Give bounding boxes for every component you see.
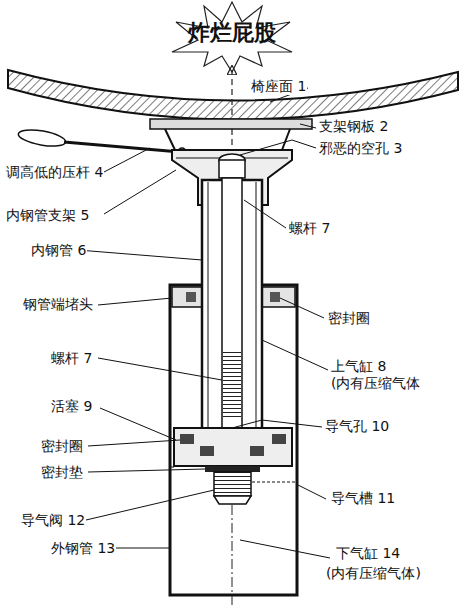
part-label: 外钢管 13 <box>50 540 116 557</box>
part-label: 密封圈 <box>40 438 84 455</box>
part-label: 导气阀 12 <box>20 512 86 529</box>
part-label: 邪恶的空孔 3 <box>318 140 403 157</box>
part-label: 内钢管支架 5 <box>5 207 90 224</box>
part-label: 螺杆 7 <box>288 220 331 237</box>
part-label: 活塞 9 <box>50 398 93 415</box>
title: 炸烂屁股 <box>188 20 276 46</box>
part-label: 密封垫 <box>40 464 84 481</box>
part-label: 密封圈 <box>327 310 371 327</box>
part-label: 导气槽 11 <box>330 490 396 507</box>
part-label: 钢管端堵头 <box>22 296 94 313</box>
part-label: 支架钢板 2 <box>318 118 389 135</box>
part-label: 导气孔 10 <box>324 418 390 435</box>
part-label: 下气缸 14 <box>335 545 401 562</box>
part-label: 内钢管 6 <box>30 242 87 259</box>
part-label: (内有压缩气体) <box>325 565 422 582</box>
part-label: 调高低的压杆 4 <box>5 164 104 181</box>
part-label: 椅座面 1 <box>250 78 307 95</box>
part-label: 上气缸 8 (内有压缩气体 <box>330 358 444 392</box>
part-label: 螺杆 7 <box>50 350 93 367</box>
